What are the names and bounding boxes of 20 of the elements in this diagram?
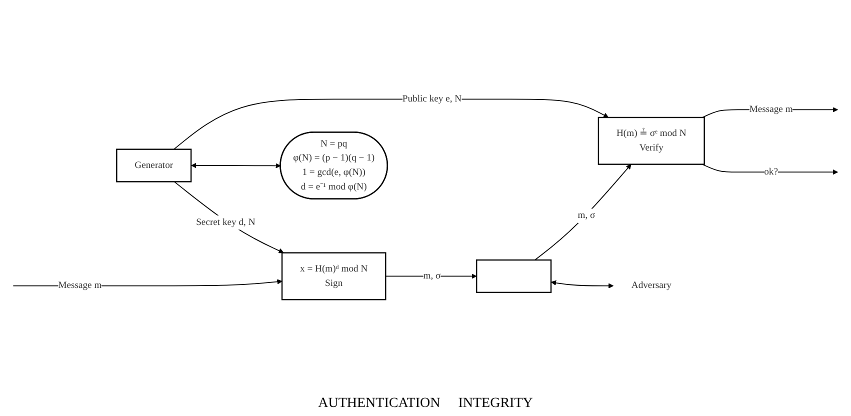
- arrow: [702, 164, 838, 175]
- edge-label: m, σ: [578, 210, 596, 221]
- node-box: H(m) ≟ σᵉ mod N Verify: [598, 116, 705, 165]
- arrow: [534, 164, 632, 260]
- node-text: Adversary: [631, 280, 672, 291]
- edge-label: Secret key d, N: [196, 217, 256, 228]
- node-bar: [476, 259, 552, 294]
- edge-label: m, σ: [423, 270, 441, 282]
- node-box: x = H(m)ᵈ mod N Sign: [281, 252, 386, 300]
- edge-label: ok?: [764, 166, 778, 177]
- arrow: [385, 274, 477, 279]
- arrow: [174, 181, 284, 254]
- edge-label: Message m: [58, 280, 102, 291]
- node-box: Generator: [116, 148, 192, 182]
- arrow: [191, 162, 281, 168]
- edge-label: Public key e, N: [402, 94, 462, 104]
- edge-label: Message m: [749, 104, 793, 114]
- caption-text: AUTHENTICATION: [318, 396, 440, 412]
- caption-text: INTEGRITY: [458, 396, 533, 412]
- arrow: [551, 280, 614, 288]
